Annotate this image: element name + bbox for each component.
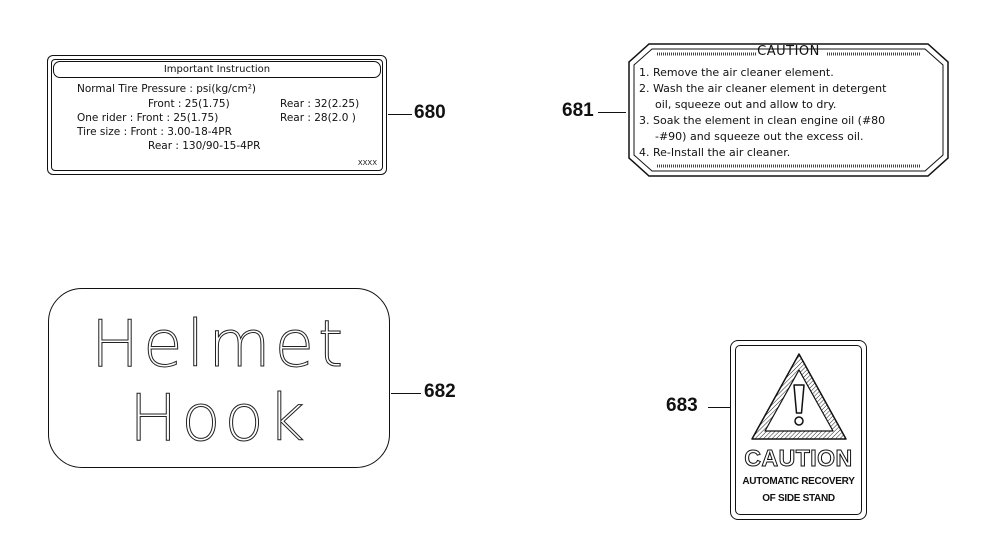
caution-sub-line-1: AUTOMATIC RECOVERY: [742, 476, 855, 487]
callout-683: 683: [666, 395, 698, 416]
caution-title: CAUTION: [757, 44, 820, 59]
caution-line-4: 3. Soak the element in clean engine oil …: [639, 114, 886, 127]
caution-line-5: -#90) and squeeze out the excess oil.: [655, 130, 864, 143]
rear-pressure-one-rider: Rear : 28(2.0 ): [280, 112, 356, 124]
tire-pressure-heading: Normal Tire Pressure : psi(kg/cm²): [77, 83, 257, 95]
leader-line-683: [708, 407, 730, 408]
tire-size-rear: Rear : 130/90-15-4PR: [148, 140, 261, 152]
tire-size-front: Tire size : Front : 3.00-18-4PR: [77, 126, 232, 138]
label-inner-frame: [51, 59, 383, 171]
caution-line-2: 2. Wash the air cleaner element in deter…: [639, 82, 887, 95]
front-pressure-normal: Front : 25(1.75): [148, 98, 230, 110]
leader-line-681: [598, 112, 626, 113]
label-title: Important Instruction: [53, 61, 381, 78]
caution-line-6: 4. Re-Install the air cleaner.: [639, 146, 791, 159]
air-cleaner-caution-label: CAUTION 1. Remove the air cleaner elemen…: [627, 42, 950, 178]
caution-heading: CAUTION: [744, 445, 853, 472]
caution-line-1: 1. Remove the air cleaner element.: [639, 66, 834, 79]
helmet-text: Helmet: [90, 308, 348, 382]
side-stand-caution-label: CAUTION AUTOMATIC RECOVERY OF SIDE STAND: [730, 340, 867, 520]
hook-text: Hook: [129, 382, 309, 456]
caution-sign-inner-frame: [735, 345, 862, 515]
front-pressure-one-rider: One rider : Front : 25(1.75): [77, 112, 219, 124]
callout-681: 681: [562, 100, 594, 121]
warning-triangle-icon: [751, 353, 847, 440]
caution-label-frame: [628, 43, 949, 177]
callout-682: 682: [424, 381, 456, 402]
leader-line-680: [388, 114, 412, 115]
label-outer-frame: [47, 55, 387, 175]
caution-sub-line-2: OF SIDE STAND: [762, 493, 835, 504]
helmet-hook-label: Helmet Hook: [48, 288, 390, 468]
caution-line-3: oil, squeeze out and allow to dry.: [655, 98, 837, 111]
label-part-code: XXXX: [357, 159, 377, 167]
rear-pressure-normal: Rear : 32(2.25): [280, 98, 360, 110]
leader-line-682: [391, 393, 421, 394]
tire-instruction-label: Important Instruction Normal Tire Pressu…: [47, 55, 387, 175]
callout-680: 680: [414, 102, 446, 123]
